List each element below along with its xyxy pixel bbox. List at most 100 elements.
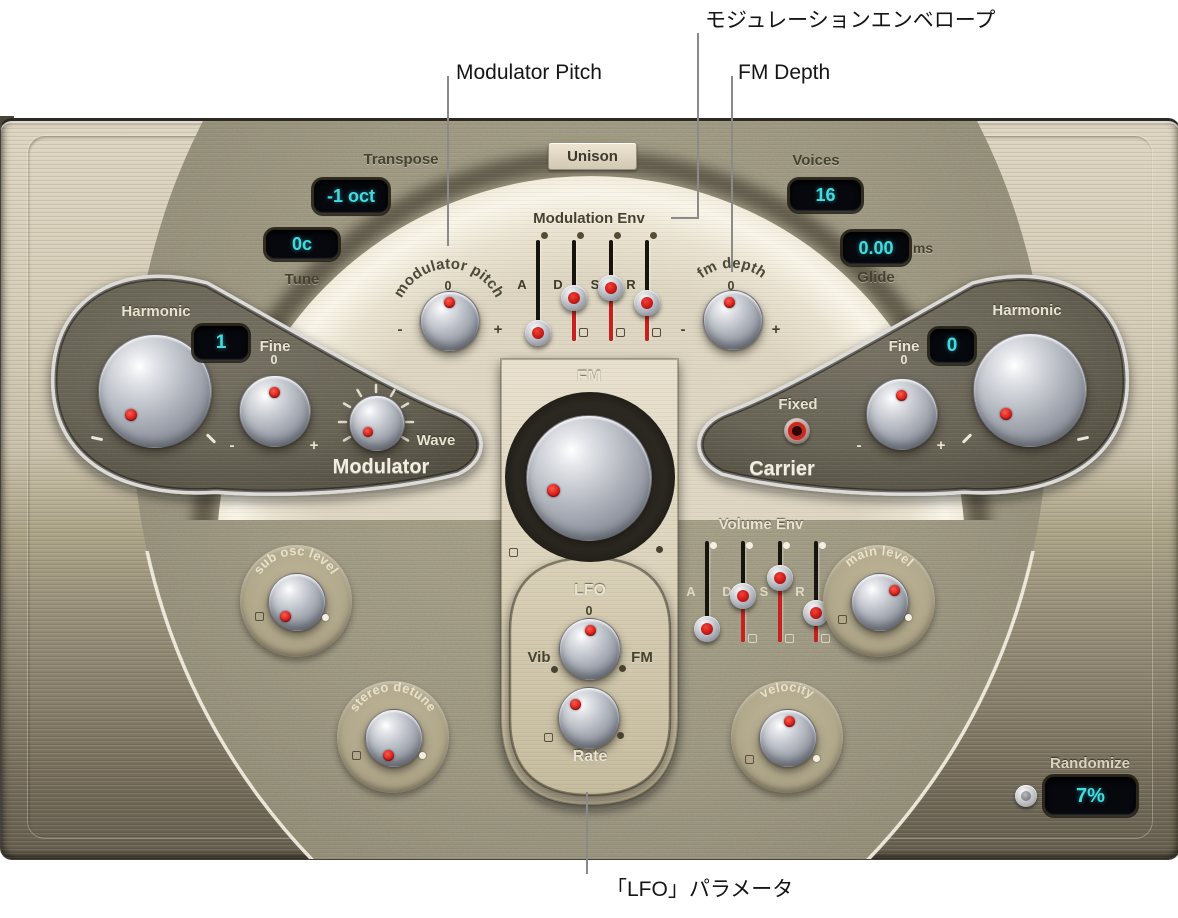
lfo-fm-marker — [619, 665, 626, 672]
slider-letter: D — [553, 277, 563, 292]
glide-unit-label: ms — [912, 240, 934, 256]
slider-top-dot — [541, 232, 548, 239]
main-level-min-marker — [838, 615, 847, 624]
slider-zero-mark — [785, 634, 794, 643]
carrier-fine-min: - — [856, 437, 862, 454]
annotation-modulation-envelope-jp: モジュレーションエンベロープ — [705, 9, 996, 32]
volume-env-title: Volume Env — [718, 516, 804, 533]
fm-max-marker — [656, 546, 663, 553]
sub-osc-min-marker — [255, 612, 264, 621]
modulator-fine-knob[interactable] — [239, 375, 311, 447]
tune-label: Tune — [284, 271, 320, 288]
sub-osc-level-knob[interactable] — [268, 573, 326, 631]
callout-line-modulation-env-vertical — [697, 33, 699, 219]
slider-letter: R — [795, 584, 805, 599]
transpose-display[interactable]: -1 oct — [314, 180, 388, 213]
slider-handle[interactable] — [598, 275, 624, 301]
slider-handle[interactable] — [634, 290, 660, 316]
slider-handle[interactable] — [767, 565, 793, 591]
slider-letter: D — [722, 584, 732, 599]
fm-depth-min: - — [680, 321, 686, 338]
fm-min-marker — [509, 548, 518, 557]
velocity-knob[interactable] — [759, 709, 817, 767]
randomize-button[interactable] — [1015, 785, 1037, 807]
slider-handle[interactable] — [694, 616, 720, 642]
sub-osc-max-marker — [322, 614, 329, 621]
stereo-detune-max-marker — [419, 752, 426, 759]
lfo-rate-knob[interactable] — [558, 687, 620, 749]
modulator-pitch-min: - — [397, 321, 403, 338]
randomize-label: Randomize — [1049, 755, 1130, 772]
modulator-pitch-zero: 0 — [444, 279, 452, 293]
main-level-knob[interactable] — [851, 573, 909, 631]
stereo-detune-curved-label: stereo detune — [346, 679, 439, 714]
modulator-wave-knob[interactable] — [349, 395, 405, 451]
modulator-fine-zero: 0 — [270, 353, 278, 367]
slider-red-fill — [645, 312, 649, 341]
modulator-harmonic-min-tick — [90, 435, 104, 442]
env-slider[interactable]: D — [722, 525, 763, 661]
env-slider[interactable]: S — [760, 525, 800, 661]
carrier-harmonic-min-tick — [961, 433, 973, 444]
carrier-harmonic-display[interactable]: 0 — [930, 329, 974, 363]
stereo-detune-min-marker — [352, 751, 361, 760]
slider-top-dot — [746, 542, 753, 549]
fixed-led[interactable] — [784, 418, 810, 444]
voices-label: Voices — [792, 152, 840, 169]
slider-letter: A — [686, 584, 696, 599]
env-slider[interactable]: S — [591, 224, 631, 360]
voices-display[interactable]: 16 — [790, 180, 861, 211]
unison-button[interactable]: Unison — [548, 142, 637, 170]
modulator-fine-label: Fine — [259, 338, 291, 355]
slider-red-fill — [609, 297, 613, 341]
modulation-env-title: Modulation Env — [533, 210, 645, 227]
slider-red-fill — [741, 605, 745, 642]
callout-line-modulator-pitch — [447, 76, 449, 246]
env-slider[interactable]: A — [517, 224, 558, 360]
slider-top-dot — [614, 232, 621, 239]
slider-track — [814, 541, 818, 642]
modulator-pitch-knob[interactable] — [420, 291, 480, 351]
slider-handle[interactable] — [561, 285, 587, 311]
modulator-pitch-max: + — [493, 321, 503, 338]
fm-knob[interactable] — [526, 415, 652, 541]
carrier-harmonic-label: Harmonic — [992, 302, 1062, 319]
slider-letter: S — [590, 277, 600, 292]
glide-display[interactable]: 0.00 — [843, 232, 909, 264]
slider-red-fill — [572, 307, 576, 341]
carrier-harmonic-knob[interactable] — [973, 333, 1087, 447]
carrier-fine-knob[interactable] — [866, 378, 938, 450]
slider-letter: A — [517, 277, 527, 292]
env-slider[interactable]: D — [553, 224, 594, 360]
carrier-harmonic-max-tick — [1076, 435, 1090, 442]
modulator-harmonic-max-tick — [205, 433, 217, 444]
modulator-wave-label: Wave — [416, 432, 456, 449]
tune-display[interactable]: 0c — [266, 230, 338, 259]
svg-text:main level: main level — [842, 543, 917, 570]
modulator-fine-max: + — [309, 437, 319, 454]
slider-handle[interactable] — [525, 320, 551, 346]
main-level-max-marker — [905, 614, 912, 621]
velocity-min-marker — [745, 755, 754, 764]
svg-text:sub osc level: sub osc level — [250, 543, 341, 577]
slider-top-dot — [577, 232, 584, 239]
fm-depth-knob[interactable] — [703, 290, 763, 350]
env-slider[interactable]: A — [686, 525, 727, 661]
modulator-harmonic-label: Harmonic — [121, 303, 191, 320]
slider-letter: R — [626, 277, 636, 292]
modulator-harmonic-knob[interactable] — [98, 334, 212, 448]
randomize-display[interactable]: 7% — [1045, 777, 1136, 815]
velocity-curved-label: velocity — [757, 679, 817, 701]
modulator-harmonic-display[interactable]: 1 — [194, 326, 248, 360]
lfo-rate-label: Rate — [572, 748, 608, 765]
velocity-max-marker — [813, 755, 820, 762]
glide-label: Glide — [857, 269, 895, 286]
slider-zero-mark — [821, 634, 830, 643]
lfo-knob[interactable] — [559, 618, 621, 680]
slider-handle[interactable] — [730, 583, 756, 609]
env-slider[interactable]: R — [626, 224, 667, 360]
wave-knob-ticks — [337, 383, 415, 442]
stereo-detune-knob[interactable] — [365, 709, 423, 767]
lfo-vib-label: Vib — [527, 649, 551, 666]
slider-red-fill — [778, 587, 782, 642]
